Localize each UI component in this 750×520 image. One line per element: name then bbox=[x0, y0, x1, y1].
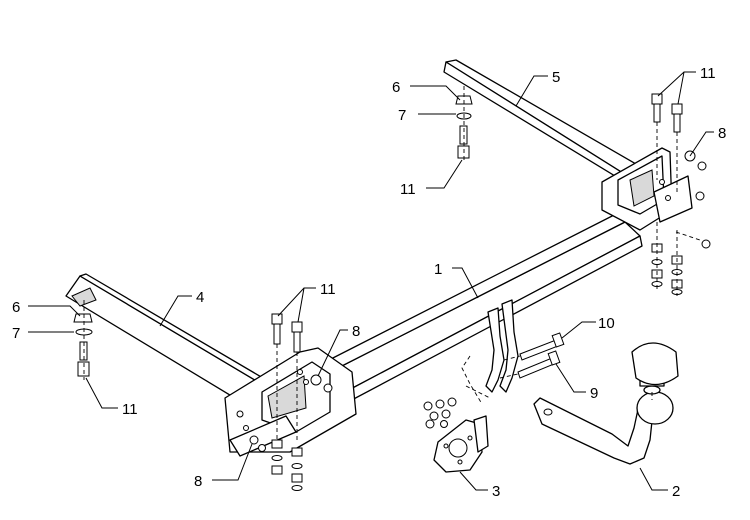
right-mounting-bracket bbox=[601, 147, 693, 231]
callout-2: 2 bbox=[672, 483, 680, 500]
callout-5: 5 bbox=[552, 69, 560, 86]
coupling-bolts bbox=[499, 332, 565, 379]
right-bracket-lower-nuts bbox=[651, 222, 683, 296]
callout-1: 1 bbox=[434, 261, 442, 278]
callout-3: 3 bbox=[492, 483, 500, 500]
left-mounting-bracket bbox=[224, 347, 357, 457]
left-bracket-lower-nuts bbox=[249, 374, 333, 491]
right-rail-fasteners bbox=[455, 86, 473, 162]
callout-11-mid: 11 bbox=[320, 281, 336, 298]
callout-11-mid-top: 11 bbox=[400, 181, 416, 198]
callout-8-bottom: 8 bbox=[194, 473, 202, 490]
callout-6-left: 6 bbox=[12, 299, 20, 316]
callout-7-top: 7 bbox=[398, 107, 406, 124]
socket-plate-nuts bbox=[423, 397, 457, 429]
callout-8-mid: 8 bbox=[352, 323, 360, 340]
callout-10: 10 bbox=[598, 315, 615, 332]
left-bracket-top-bolts bbox=[271, 313, 303, 440]
right-side-rail bbox=[443, 59, 656, 197]
callout-7-left: 7 bbox=[12, 325, 20, 342]
tow-ball-neck bbox=[533, 342, 679, 465]
callout-4: 4 bbox=[196, 289, 204, 306]
socket-plate bbox=[433, 415, 489, 473]
main-cross-beam bbox=[324, 211, 643, 403]
top-right-bolts bbox=[651, 93, 711, 249]
leader-lines bbox=[28, 71, 714, 491]
callout-11-top-right: 11 bbox=[700, 65, 716, 82]
callout-6-top: 6 bbox=[392, 79, 400, 96]
callout-labels: 1 2 3 4 5 6 7 11 11 8 6 7 11 11 8 8 10 9 bbox=[12, 65, 726, 500]
left-rail-fasteners bbox=[73, 300, 93, 380]
callout-9: 9 bbox=[590, 385, 598, 402]
callout-11-left: 11 bbox=[122, 401, 138, 418]
callout-8-right: 8 bbox=[718, 125, 726, 142]
coupling-plate bbox=[461, 299, 519, 405]
